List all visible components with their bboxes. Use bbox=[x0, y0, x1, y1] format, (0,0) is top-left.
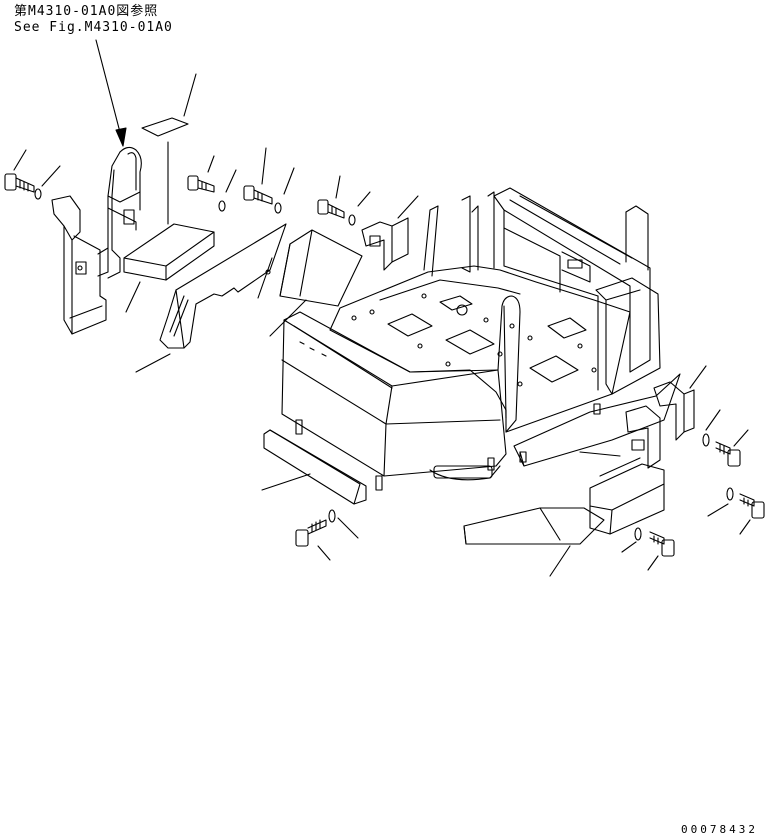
washer-mid-2 bbox=[275, 203, 281, 213]
bolt-left-1 bbox=[5, 174, 34, 192]
drawing-number: 00078432 bbox=[681, 823, 758, 836]
leader-washer-lower-left bbox=[338, 518, 358, 538]
bolt-mid-1 bbox=[188, 156, 214, 192]
leader-washer-mid-1 bbox=[226, 170, 236, 192]
leader-washer-mid-3 bbox=[358, 192, 370, 206]
step-box-right bbox=[590, 458, 664, 534]
washer-right-3 bbox=[635, 528, 641, 540]
bolt-right-2 bbox=[740, 494, 764, 534]
washer-left-1 bbox=[35, 189, 41, 199]
washer-right-2 bbox=[727, 488, 733, 500]
bolt-mid-2 bbox=[244, 148, 272, 204]
leader-washer-right-2 bbox=[708, 504, 728, 516]
leader-washer-right-1 bbox=[706, 410, 720, 430]
leader-washer-right-3 bbox=[622, 542, 636, 552]
strip-plate-lower-left bbox=[262, 430, 366, 504]
leader-bolt-left-1 bbox=[14, 150, 26, 170]
leader-washer-left-1 bbox=[42, 166, 60, 186]
step-plate bbox=[124, 224, 214, 312]
bolt-lower-left bbox=[296, 520, 330, 560]
plate-top-small bbox=[142, 74, 196, 224]
bracket-left bbox=[52, 196, 108, 334]
washer-mid-3 bbox=[349, 215, 355, 225]
reference-note-english: See Fig.M4310-01A0 bbox=[14, 20, 173, 35]
leader-washer-mid-2 bbox=[284, 168, 294, 194]
washer-right-1 bbox=[703, 434, 709, 446]
cover-panel-angled bbox=[270, 230, 362, 336]
washer-lower-left bbox=[329, 510, 335, 522]
washer-mid-1 bbox=[219, 201, 225, 211]
bolt-right-3 bbox=[648, 532, 674, 570]
floor-frame bbox=[282, 188, 680, 490]
handrail bbox=[108, 147, 141, 278]
strip-plate-lower-right bbox=[464, 508, 604, 576]
bolt-right-1 bbox=[716, 430, 748, 466]
bracket-right-lower bbox=[580, 406, 660, 468]
reference-arrow bbox=[96, 40, 126, 146]
bolt-mid-3 bbox=[318, 176, 344, 218]
bracket-right-upper bbox=[654, 366, 706, 440]
reference-note-japanese: 第M4310-01A0図参照 bbox=[14, 4, 159, 19]
cover-plate-left bbox=[136, 224, 286, 372]
bracket-small-top bbox=[362, 196, 418, 270]
